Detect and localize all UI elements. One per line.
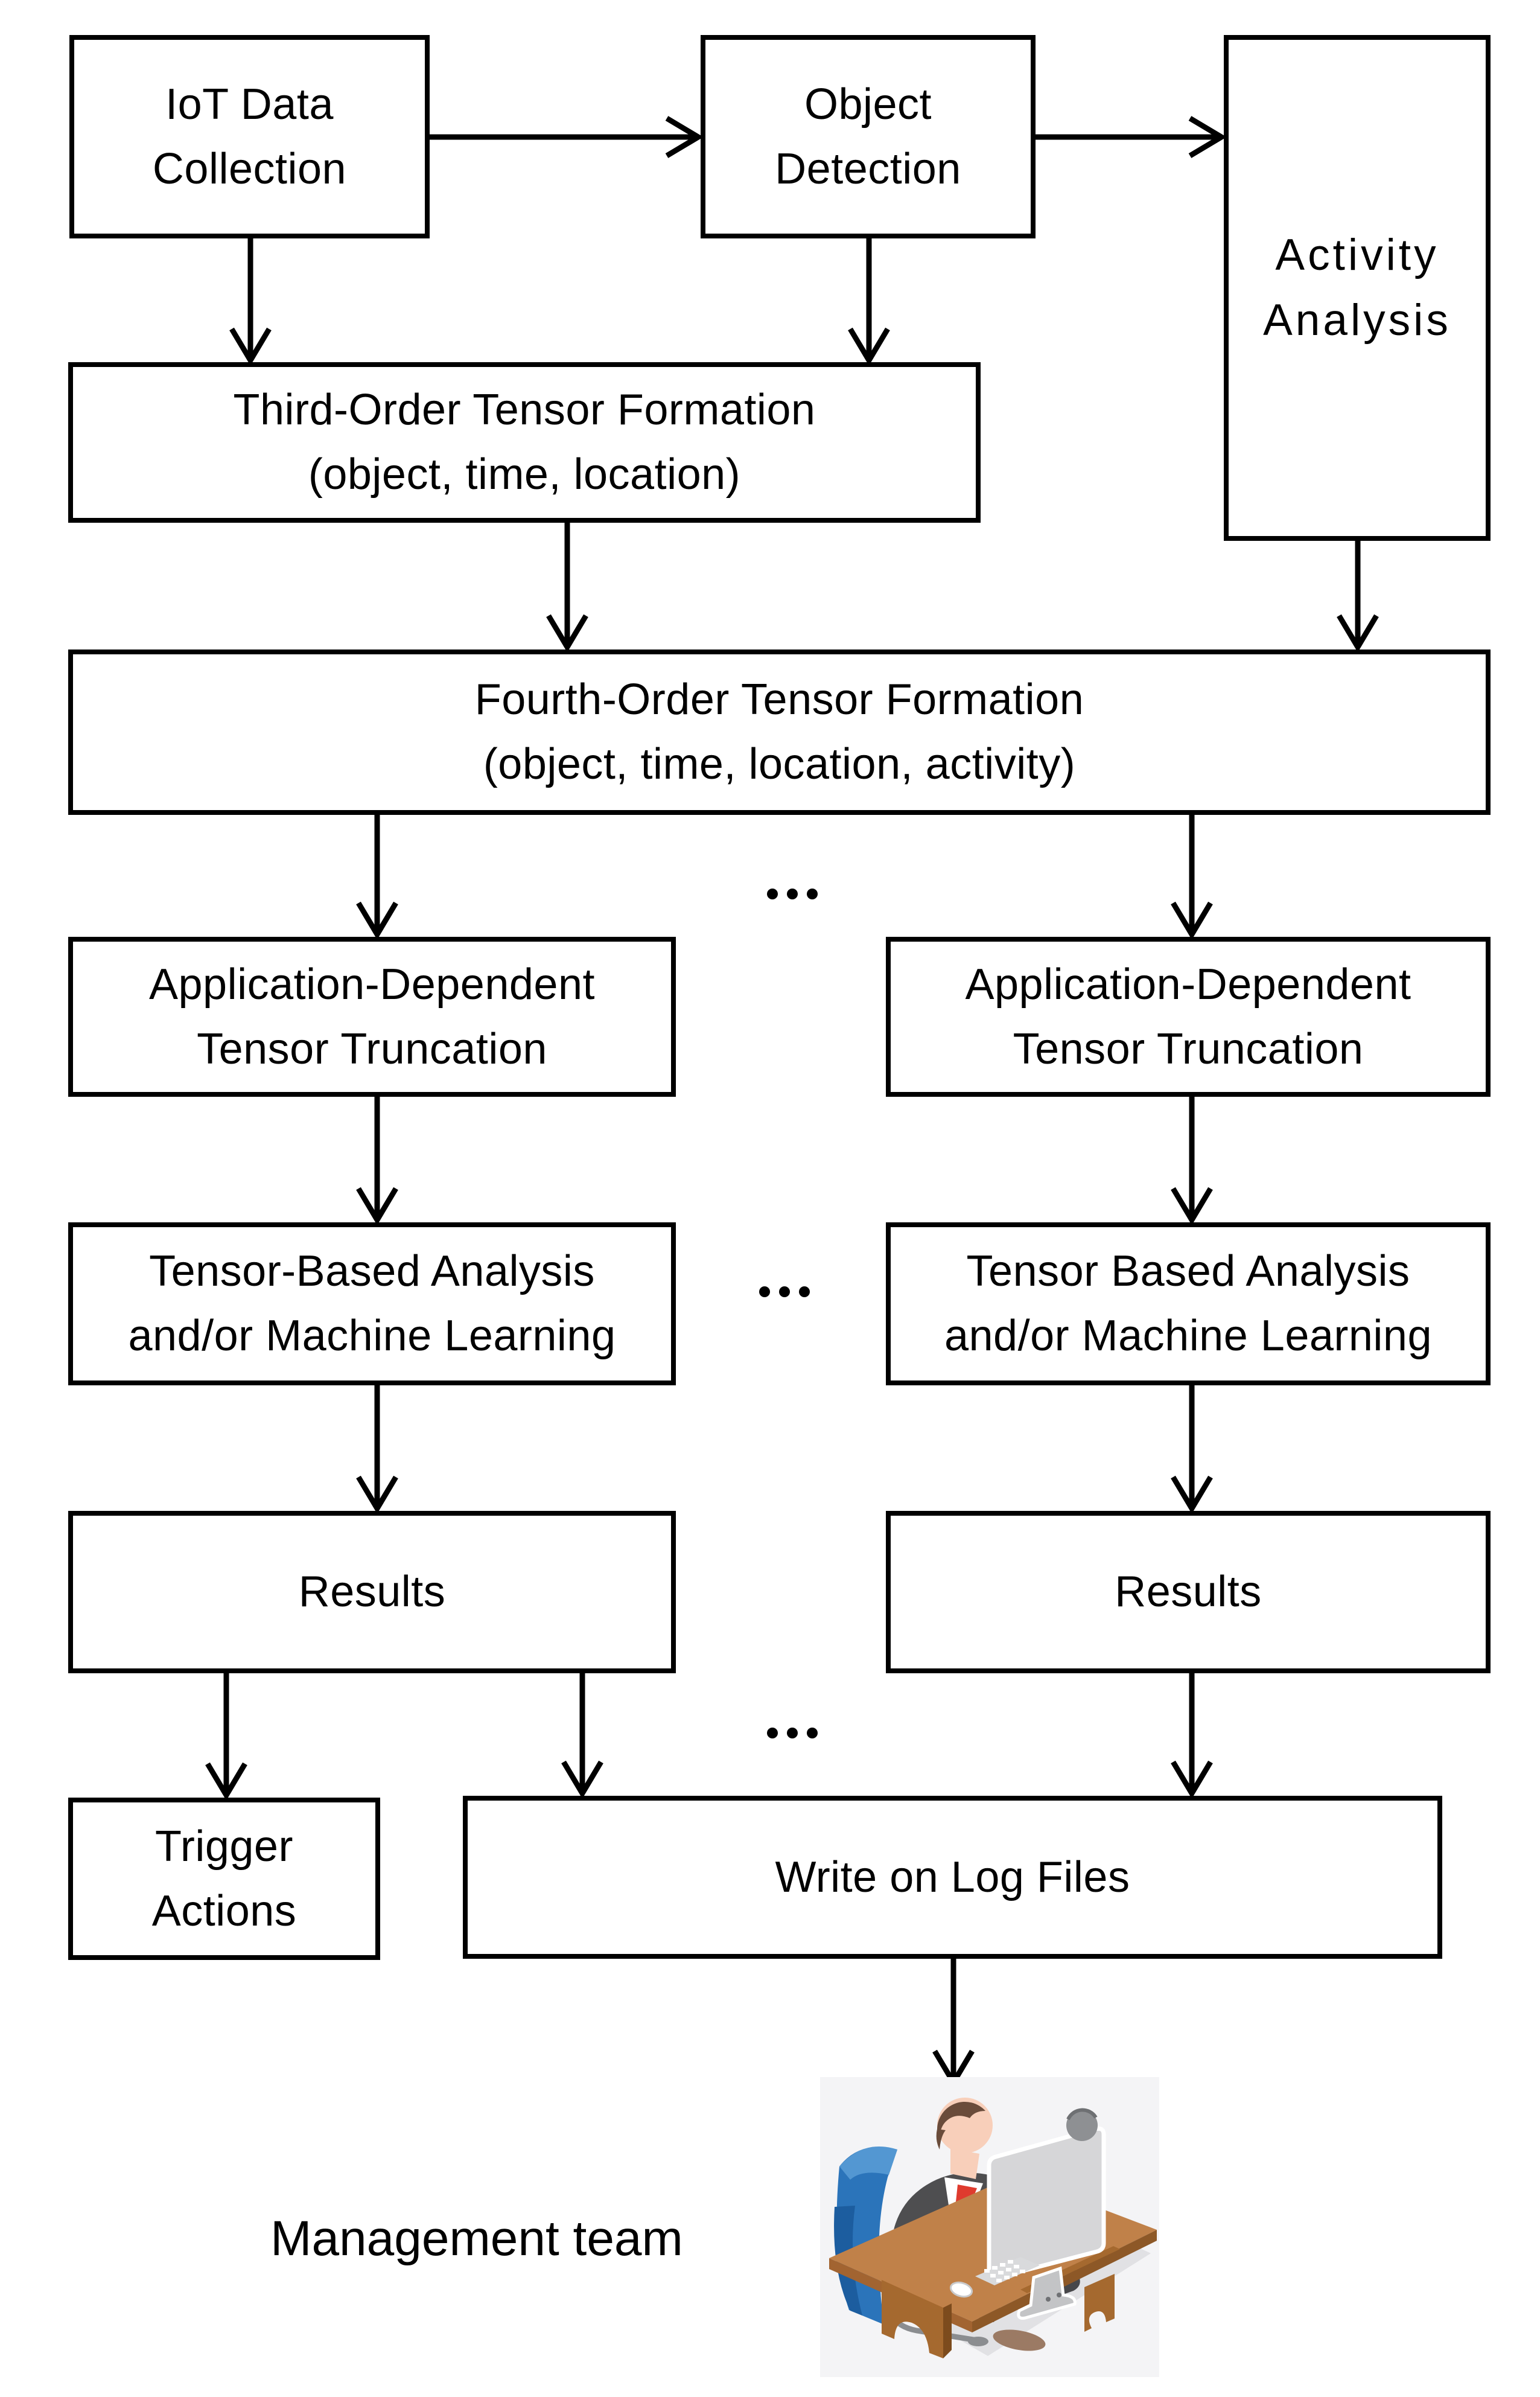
management-team-illustration bbox=[820, 2077, 1159, 2377]
node-label: Application-Dependent bbox=[965, 960, 1411, 1009]
node-label: Collection bbox=[152, 144, 347, 193]
ellipsis-row-2 bbox=[759, 1286, 810, 1297]
node-write-on-log-files: Write on Log Files bbox=[463, 1796, 1442, 1959]
node-label: IoT Data bbox=[165, 80, 334, 129]
desk-front-edge bbox=[972, 2230, 1157, 2332]
node-object-detection: Object Detection bbox=[701, 35, 1036, 238]
node-label: Tensor-Based Analysis bbox=[149, 1247, 595, 1296]
node-label: (object, time, location, activity) bbox=[483, 740, 1076, 788]
arrowhead bbox=[205, 1762, 247, 1801]
node-tensor-analysis-right: Tensor Based Analysis and/or Machine Lea… bbox=[886, 1222, 1491, 1385]
arrowhead bbox=[1171, 901, 1213, 940]
node-app-dependent-truncation-right: Application-Dependent Tensor Truncation bbox=[886, 937, 1491, 1097]
arrowhead bbox=[1337, 614, 1379, 653]
node-label: Detection bbox=[775, 144, 961, 193]
person-shoe bbox=[993, 2329, 1046, 2351]
node-label: Object bbox=[804, 80, 932, 129]
node-label: Results bbox=[1115, 1568, 1262, 1617]
node-label: and/or Machine Learning bbox=[944, 1312, 1433, 1360]
arrowhead bbox=[665, 116, 704, 158]
node-label: Tensor Truncation bbox=[197, 1024, 547, 1073]
node-tensor-analysis-left: Tensor-Based Analysis and/or Machine Lea… bbox=[68, 1222, 676, 1385]
arrowhead bbox=[1171, 1760, 1213, 1799]
desk-leg-right bbox=[1084, 2274, 1115, 2332]
node-activity-analysis: Activity Analysis bbox=[1224, 35, 1491, 541]
arrowhead bbox=[356, 901, 398, 940]
node-label: Application-Dependent bbox=[148, 960, 595, 1009]
arrowhead bbox=[1171, 1475, 1213, 1514]
node-label: Tensor Based Analysis bbox=[966, 1247, 1410, 1296]
chair-highlight bbox=[839, 2146, 897, 2180]
keyboard-keys bbox=[984, 2260, 1025, 2282]
node-label: (object, time, location) bbox=[308, 450, 741, 499]
stand-screw bbox=[1057, 2293, 1061, 2297]
node-label: Actions bbox=[151, 1886, 297, 1935]
node-trigger-actions: Trigger Actions bbox=[68, 1798, 380, 1960]
ellipsis-row-1 bbox=[767, 889, 818, 899]
node-label: Analysis bbox=[1263, 296, 1451, 345]
node-label: Write on Log Files bbox=[775, 1853, 1130, 1901]
node-label: Results bbox=[298, 1568, 446, 1617]
node-fourth-order-tensor-formation: Fourth-Order Tensor Formation (object, t… bbox=[68, 650, 1491, 815]
stand-screw bbox=[1046, 2297, 1051, 2302]
arrowhead bbox=[848, 327, 890, 366]
node-app-dependent-truncation-left: Application-Dependent Tensor Truncation bbox=[68, 937, 676, 1097]
person-hair bbox=[937, 2101, 985, 2136]
person-hair-side bbox=[936, 2129, 946, 2150]
arrowhead bbox=[356, 1187, 398, 1225]
node-label: Activity bbox=[1275, 230, 1439, 279]
node-iot-data-collection: IoT Data Collection bbox=[69, 35, 430, 238]
arrowhead bbox=[546, 614, 588, 653]
webcam-icon bbox=[1066, 2110, 1098, 2141]
webcam-ring bbox=[1066, 2108, 1098, 2121]
node-label: Third-Order Tensor Formation bbox=[233, 386, 816, 435]
arrowhead bbox=[561, 1760, 603, 1799]
person-neck bbox=[950, 2148, 979, 2179]
node-third-order-tensor-formation: Third-Order Tensor Formation (object, ti… bbox=[68, 362, 981, 523]
node-results-left: Results bbox=[68, 1511, 676, 1673]
arrowhead bbox=[356, 1475, 398, 1514]
node-label: Trigger bbox=[155, 1822, 293, 1871]
desk-leg-left bbox=[882, 2280, 943, 2358]
arrowhead bbox=[1188, 116, 1227, 158]
desk-leg-left-shade bbox=[943, 2303, 952, 2358]
node-label: Tensor Truncation bbox=[1013, 1024, 1364, 1073]
node-label: Fourth-Order Tensor Formation bbox=[474, 675, 1084, 724]
mouse bbox=[949, 2281, 973, 2298]
node-label: and/or Machine Learning bbox=[128, 1312, 616, 1360]
node-results-right: Results bbox=[886, 1511, 1491, 1673]
management-team-label: Management team bbox=[270, 2211, 683, 2266]
ellipsis-row-3 bbox=[767, 1728, 818, 1738]
chair-wheel bbox=[968, 2337, 988, 2346]
monitor-stand bbox=[1017, 2266, 1077, 2320]
arrowhead bbox=[229, 327, 272, 366]
arrowhead bbox=[1171, 1187, 1213, 1225]
